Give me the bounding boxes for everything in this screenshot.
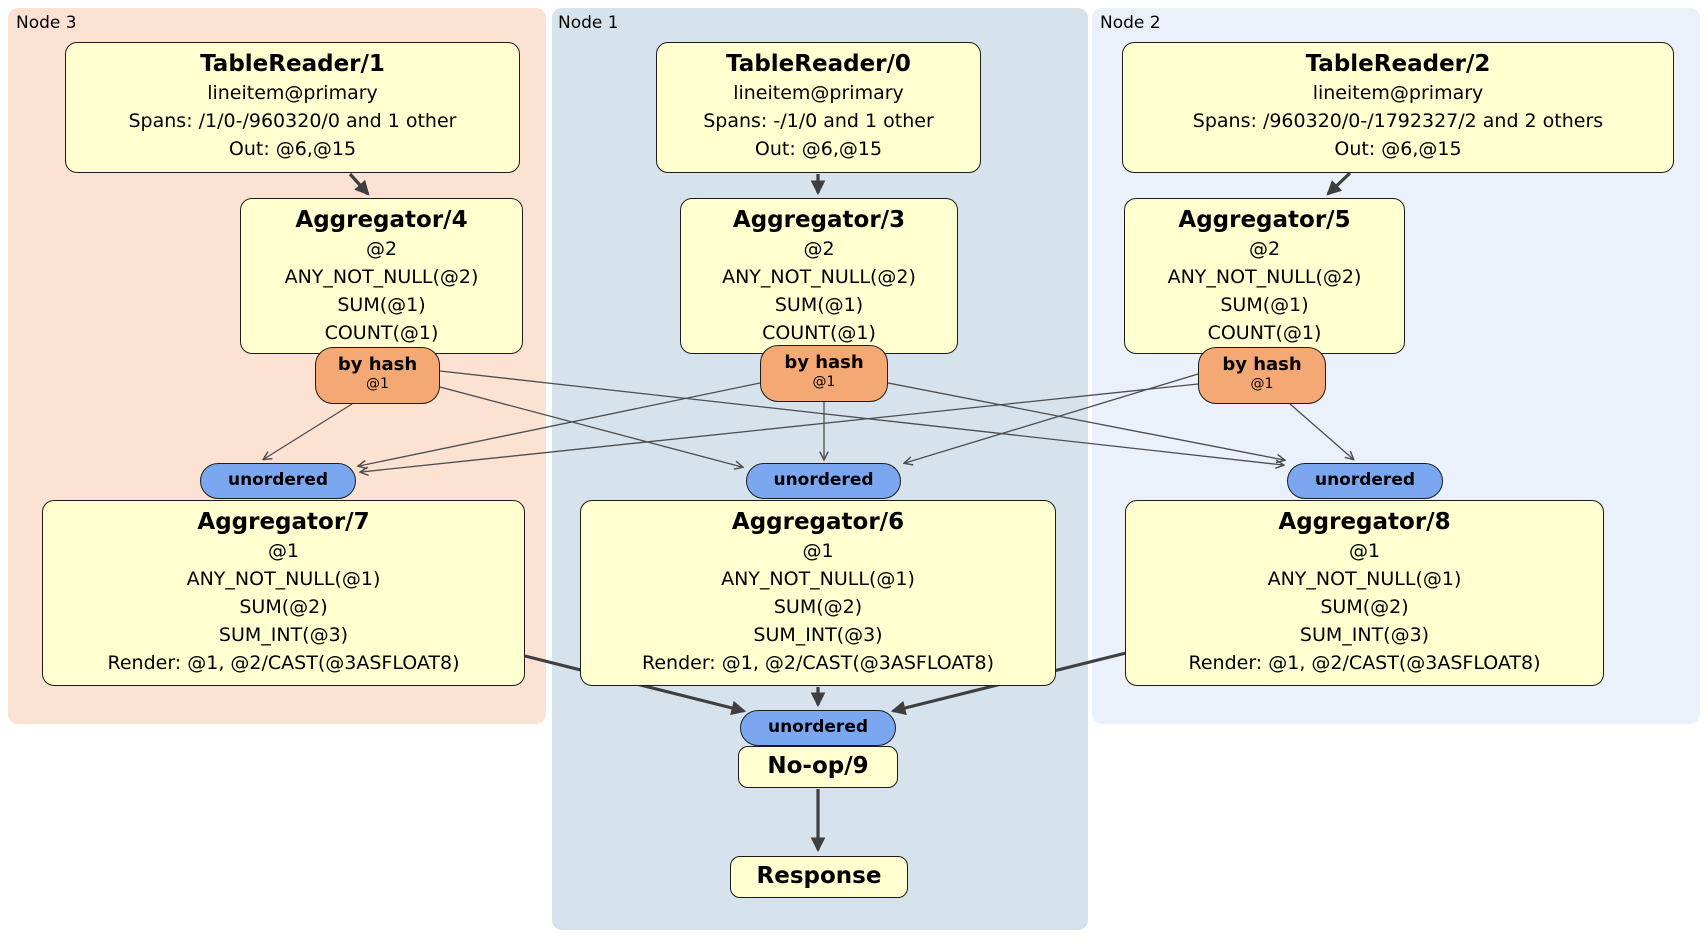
box-line: Out: @6,@15	[754, 138, 883, 160]
box-line: @2	[365, 238, 398, 260]
router-stream-key: @1	[1250, 376, 1274, 392]
box-line: COUNT(@1)	[762, 322, 876, 344]
node3-label: Node 3	[16, 13, 77, 33]
router-to-sync-edges	[264, 370, 1353, 472]
box-line: Spans: -/1/0 and 1 other	[703, 110, 934, 132]
box-line: SUM_INT(@3)	[753, 624, 883, 646]
aggregator-8-box: Aggregator/8 @1 ANY_NOT_NULL(@1) SUM(@2)…	[1125, 500, 1604, 686]
aggregator-7-box: Aggregator/7 @1 ANY_NOT_NULL(@1) SUM(@2)…	[42, 500, 525, 686]
box-line: Render: @1, @2/CAST(@3ASFLOAT8)	[107, 652, 460, 674]
box-title: TableReader/1	[200, 51, 385, 77]
box-line: @1	[1348, 540, 1381, 562]
aggregator-4-box: Aggregator/4 @2 ANY_NOT_NULL(@2) SUM(@1)…	[240, 198, 523, 354]
unordered-sync-node3: unordered	[200, 463, 356, 499]
box-line: @2	[1248, 238, 1281, 260]
edge-byhash2-unordered2	[1289, 403, 1353, 459]
box-line: Spans: /1/0-/960320/0 and 1 other	[128, 110, 457, 132]
box-line: SUM_INT(@3)	[218, 624, 349, 646]
node2-label: Node 2	[1100, 13, 1161, 33]
box-line: ANY_NOT_NULL(@1)	[1267, 568, 1462, 590]
aggregator-3-box: Aggregator/3 @2 ANY_NOT_NULL(@2) SUM(@1)…	[680, 198, 958, 354]
by-hash-router-node1: by hash @1	[760, 345, 888, 402]
box-title: TableReader/0	[726, 51, 911, 77]
box-line: SUM_INT(@3)	[1299, 624, 1430, 646]
box-title: Aggregator/6	[731, 509, 905, 535]
edge-byhash1-unordered2	[887, 382, 1284, 460]
box-title: Aggregator/5	[1178, 207, 1351, 233]
box-line: Render: @1, @2/CAST(@3ASFLOAT8)	[1188, 652, 1541, 674]
box-title: Aggregator/4	[295, 207, 468, 233]
box-title: TableReader/2	[1305, 51, 1491, 77]
box-line: ANY_NOT_NULL(@1)	[186, 568, 381, 590]
router-label: by hash	[784, 352, 864, 373]
unordered-sync-final: unordered	[740, 710, 896, 746]
box-line: ANY_NOT_NULL(@2)	[722, 266, 916, 288]
tablereader-0-box: TableReader/0 lineitem@primary Spans: -/…	[656, 42, 981, 173]
box-line: SUM(@2)	[1320, 596, 1409, 618]
edge-byhash3-unordered3	[264, 403, 353, 459]
box-line: Out: @6,@15	[1334, 138, 1462, 160]
unordered-sync-node1: unordered	[746, 463, 901, 499]
box-line: SUM(@1)	[1220, 294, 1309, 316]
unordered-sync-node2: unordered	[1287, 463, 1443, 499]
box-line: COUNT(@1)	[1207, 322, 1322, 344]
aggregator-6-box: Aggregator/6 @1 ANY_NOT_NULL(@1) SUM(@2)…	[580, 500, 1056, 686]
aggregator-5-box: Aggregator/5 @2 ANY_NOT_NULL(@2) SUM(@1)…	[1124, 198, 1405, 354]
tablereader-1-box: TableReader/1 lineitem@primary Spans: /1…	[65, 42, 520, 173]
by-hash-router-node2: by hash @1	[1198, 347, 1326, 404]
box-line: SUM(@1)	[337, 294, 426, 316]
box-line: SUM(@2)	[239, 596, 328, 618]
box-line: Out: @6,@15	[228, 138, 357, 160]
box-line: @1	[802, 540, 834, 562]
box-line: SUM(@2)	[773, 596, 863, 618]
box-line: SUM(@1)	[774, 294, 864, 316]
response-box: Response	[730, 856, 908, 898]
router-label: by hash	[337, 354, 418, 375]
by-hash-router-node3: by hash @1	[315, 347, 440, 404]
box-title: Aggregator/8	[1278, 509, 1451, 535]
edge-byhash2-unordered3	[361, 383, 1199, 472]
edge-byhash3-unordered1	[439, 386, 742, 467]
box-line: lineitem@primary	[1312, 82, 1484, 104]
noop-box: No-op/9	[738, 746, 898, 788]
box-line: ANY_NOT_NULL(@1)	[721, 568, 915, 590]
box-line: Spans: /960320/0-/1792327/2 and 2 others	[1192, 110, 1604, 132]
edge-tablereader2-aggregator5	[1326, 171, 1352, 196]
box-title: Aggregator/3	[732, 207, 906, 233]
box-line: COUNT(@1)	[324, 322, 439, 344]
box-title: Aggregator/7	[197, 509, 370, 535]
box-line: lineitem@primary	[207, 82, 378, 104]
tablereader-2-box: TableReader/2 lineitem@primary Spans: /9…	[1122, 42, 1674, 173]
box-line: @2	[803, 238, 835, 260]
box-line: lineitem@primary	[733, 82, 904, 104]
edge-byhash1-unordered3	[359, 382, 761, 466]
box-line: ANY_NOT_NULL(@2)	[284, 266, 479, 288]
edge-tablereader1-aggregator4	[348, 172, 370, 196]
box-line: ANY_NOT_NULL(@2)	[1167, 266, 1362, 288]
router-stream-key: @1	[812, 374, 836, 390]
box-line: @1	[267, 540, 300, 562]
node1-label: Node 1	[558, 13, 619, 33]
edge-byhash3-unordered2	[439, 370, 1283, 465]
router-stream-key: @1	[366, 376, 389, 392]
box-line: Render: @1, @2/CAST(@3ASFLOAT8)	[642, 652, 994, 674]
router-label: by hash	[1222, 354, 1302, 375]
edge-byhash2-unordered1	[905, 373, 1199, 463]
